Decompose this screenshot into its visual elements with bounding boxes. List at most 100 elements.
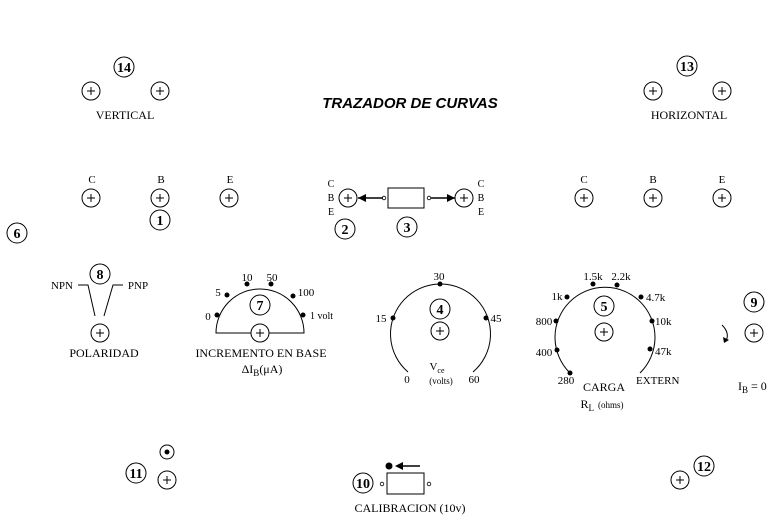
jack-11[interactable] [157,470,177,490]
ib-zero-switch-arrow [723,337,729,343]
svg-text:2: 2 [342,223,349,238]
carga-label: CARGA [583,380,625,394]
polarity-pnp-line [103,284,123,317]
svg-text:14: 14 [117,61,131,76]
svg-text:13: 13 [680,60,694,75]
dial4-tick-30: 30 [434,271,446,283]
callout-9: 9 [743,291,765,313]
center-right-b-label: B [478,193,485,204]
center-right-jack[interactable] [454,188,474,208]
vertical-label: VERTICAL [96,108,155,122]
svg-text:10: 10 [356,477,370,492]
socket-right-b-jack[interactable] [643,188,663,208]
jack-12[interactable] [670,470,690,490]
callout-12: 12 [693,455,715,477]
horizontal-jack-right[interactable] [712,81,732,101]
svg-text:3: 3 [404,221,411,236]
callout-1: 1 [149,209,171,231]
dial5-tick-extern: EXTERN [636,375,679,387]
horizontal-jack-left[interactable] [643,81,663,101]
npn-label: NPN [51,280,73,292]
dial5-tick-400: 400 [536,347,553,359]
right-arrow-head [447,194,455,202]
vertical-jack-left[interactable] [81,81,101,101]
polaridad-label: POLARIDAD [69,346,139,360]
socket-left-c-label: C [88,174,95,186]
load-dial[interactable] [553,281,656,376]
dial5-tick-1.5k: 1.5k [583,271,603,283]
callout-4: 4 [429,298,451,320]
dial7-tick-100: 100 [298,287,315,299]
callout-10: 10 [352,472,374,494]
delta-ib-label: ΔIB(μA) [242,362,283,378]
center-left-c-label: C [328,179,335,190]
incremento-label: INCREMENTO EN BASE [195,346,326,360]
dial7-tick-50: 50 [267,272,279,284]
socket-left-b-jack[interactable] [150,188,170,208]
dial4-tick-45: 45 [491,313,503,325]
calibration-switch-body[interactable] [386,472,425,495]
socket-left-c-jack[interactable] [81,188,101,208]
vce-unit-label: (volts) [429,376,453,386]
selector-switch-body[interactable] [387,187,425,209]
callout-7: 7 [249,294,271,316]
dial7-tick-10: 10 [242,272,254,284]
dial5-tick-4.7k: 4.7k [646,292,666,304]
polarity-npn-line [78,284,96,317]
center-left-e-label: E [328,207,334,218]
socket-left-e-jack[interactable] [219,188,239,208]
callout-14: 14 [113,56,135,78]
socket-right-e-jack[interactable] [712,188,732,208]
vce-dial[interactable] [390,281,491,373]
horizontal-label: HORIZONTAL [651,108,727,122]
socket-right-b-label: B [649,174,656,186]
rl-label: RL(ohms) [580,397,623,413]
socket-right-c-label: C [580,174,587,186]
vertical-jack-right[interactable] [150,81,170,101]
base-increment-dial[interactable] [214,281,306,343]
ib-zero-jack[interactable] [744,323,764,343]
dial7-tick-1volt: 1 volt [310,311,333,322]
dial7-tick-5: 5 [215,287,221,299]
svg-text:9: 9 [751,296,758,311]
vce-label: Vce [429,361,445,375]
center-right-c-label: C [478,179,485,190]
socket-left-e-label: E [227,174,234,186]
svg-text:5: 5 [601,300,608,315]
callout-6: 6 [6,222,28,244]
callout-8: 8 [89,263,111,285]
panel-title: TRAZADOR DE CURVAS [322,95,498,112]
dial5-tick-10k: 10k [655,316,672,328]
svg-text:4: 4 [437,303,444,318]
socket-left-b-label: B [157,174,164,186]
callout-11: 11 [125,462,147,484]
dial4-tick-0: 0 [404,374,410,386]
dial7-tick-0: 0 [205,311,211,323]
socket-right-e-label: E [719,174,726,186]
svg-text:7: 7 [257,299,264,314]
svg-text:1: 1 [157,214,164,229]
calibracion-label: CALIBRACION (10v) [355,501,466,515]
center-right-e-label: E [478,207,484,218]
calibration-arrow-head [395,462,403,470]
dial5-tick-1k: 1k [552,291,564,303]
callout-2: 2 [334,218,356,240]
dial5-tick-2.2k: 2.2k [611,271,631,283]
ground-terminal[interactable] [159,444,175,460]
svg-text:8: 8 [97,268,104,283]
left-arrow-head [358,194,366,202]
polarity-jack[interactable] [90,323,110,343]
ib-zero-label: IB = 0 [738,379,767,395]
socket-right-c-jack[interactable] [574,188,594,208]
svg-text:11: 11 [129,467,142,482]
center-left-b-label: B [328,193,335,204]
dial4-tick-60: 60 [469,374,481,386]
dial4-tick-15: 15 [376,313,388,325]
svg-text:6: 6 [14,227,21,242]
callout-3: 3 [396,216,418,238]
center-left-jack[interactable] [338,188,358,208]
dial5-tick-280: 280 [558,375,575,387]
dial5-tick-800: 800 [536,316,553,328]
callout-13: 13 [676,55,698,77]
